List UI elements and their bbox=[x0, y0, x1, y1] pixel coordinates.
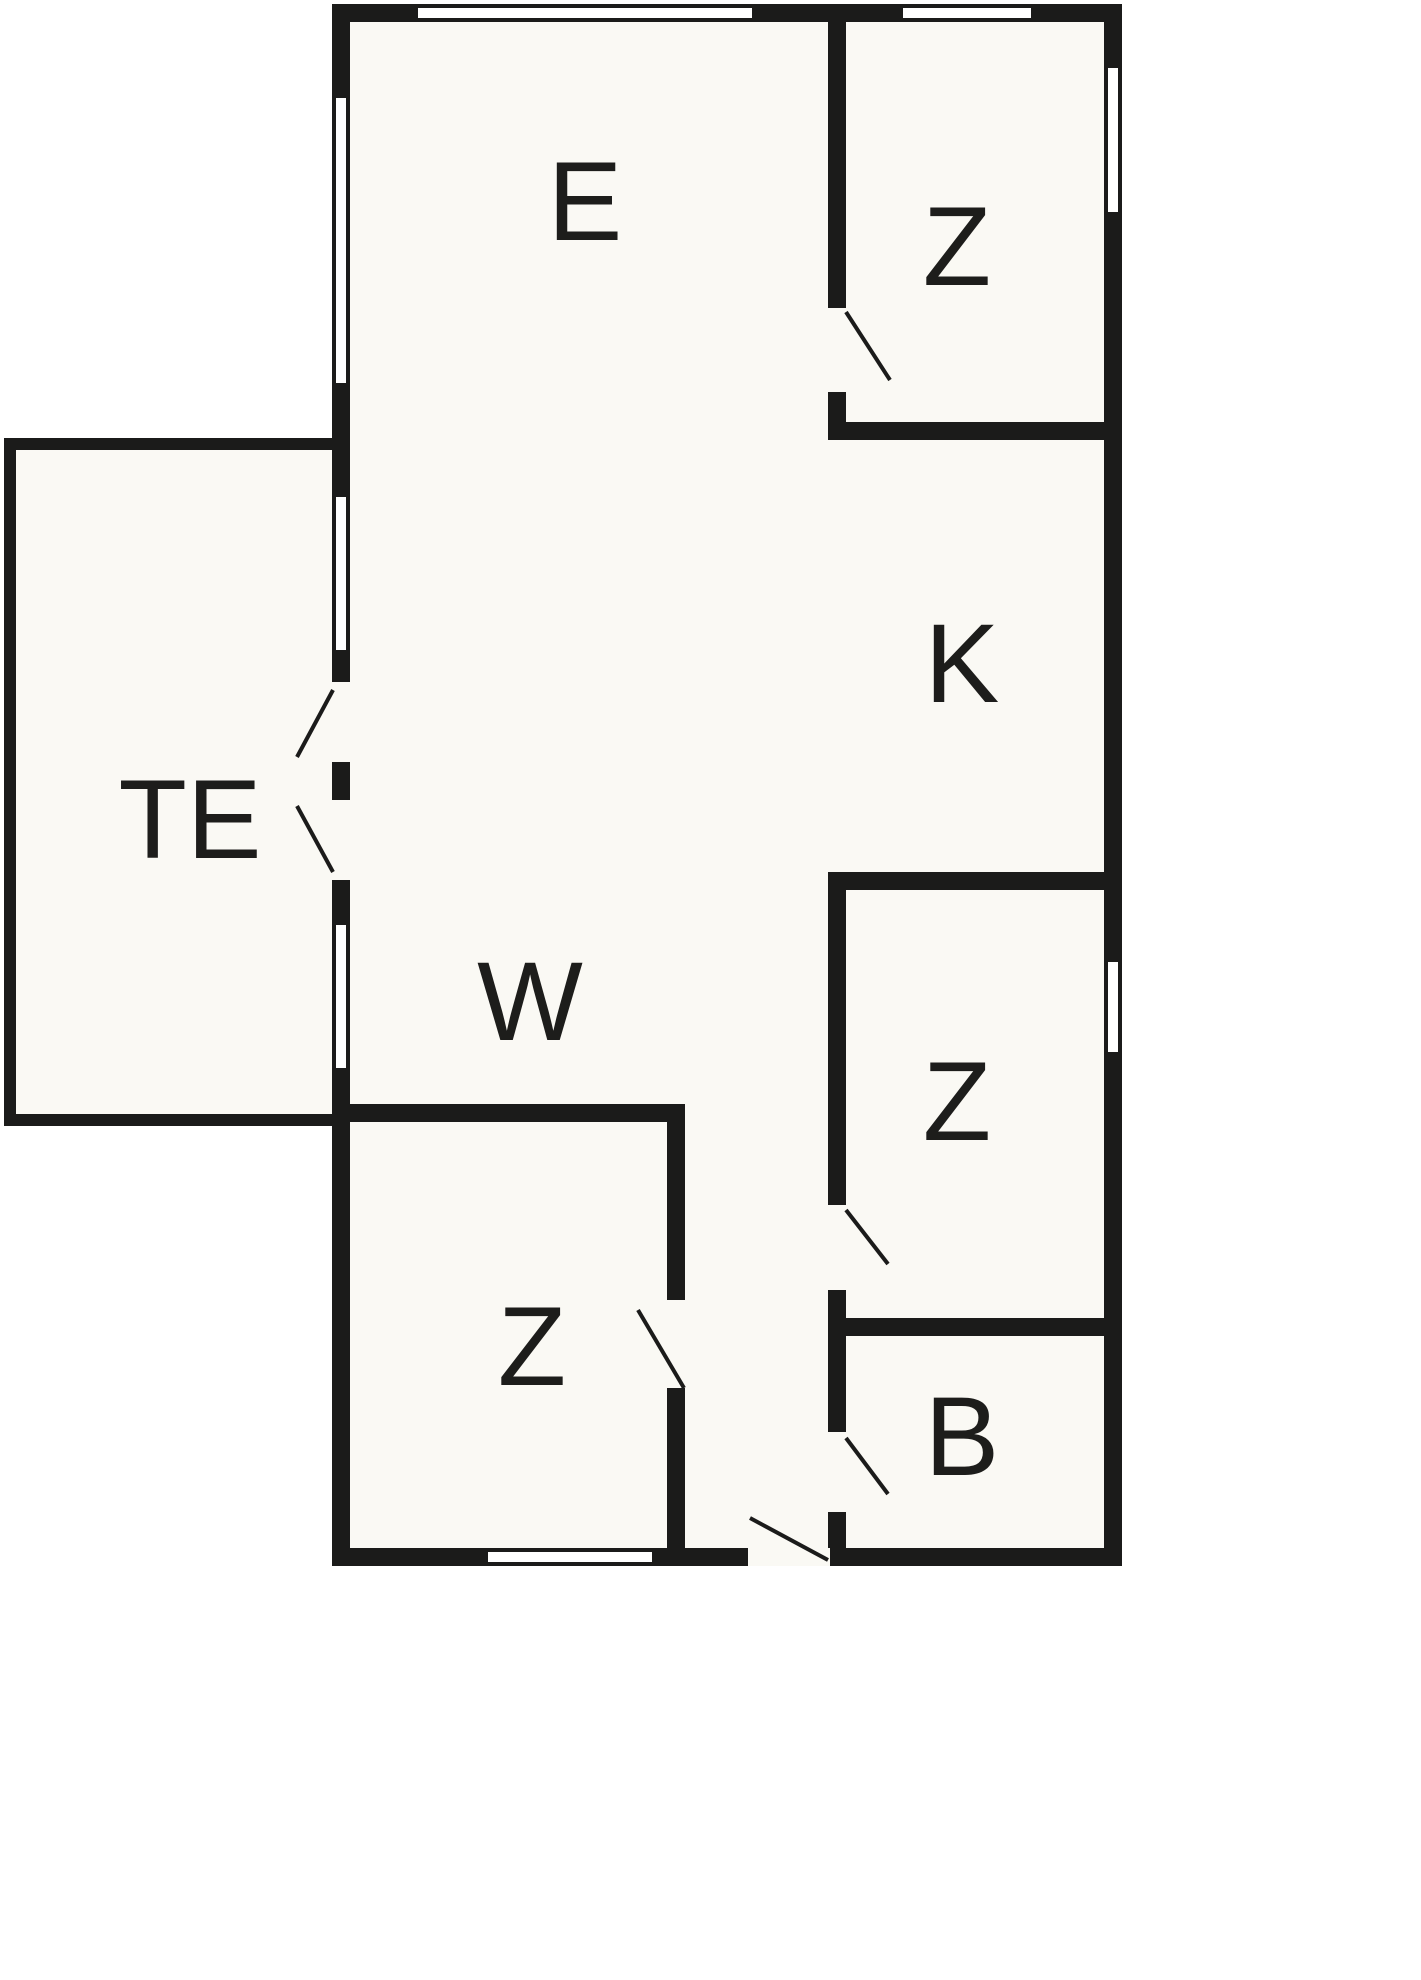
window-left-lower bbox=[336, 925, 346, 1068]
main-building-floor bbox=[350, 22, 1104, 1548]
terrace-floor bbox=[16, 450, 333, 1114]
door-gap-ztop bbox=[828, 308, 846, 392]
wall-zbottom-top bbox=[345, 1104, 685, 1122]
door-gap-zright bbox=[828, 1205, 846, 1290]
door-gap-b bbox=[828, 1432, 846, 1512]
wall-zbottom-right-upper bbox=[667, 1122, 685, 1300]
window-right-lower bbox=[1108, 962, 1118, 1052]
door-swing-terrace-lower bbox=[295, 805, 335, 873]
door-gap-terrace-upper bbox=[332, 682, 350, 762]
wall-zright-left bbox=[828, 872, 846, 1205]
room-label-te: TE bbox=[118, 757, 261, 882]
wall-k-zright-separator bbox=[828, 872, 1122, 890]
door-swing-zbottom bbox=[636, 1308, 686, 1390]
door-swing-entry bbox=[749, 1516, 829, 1562]
door-swing-b bbox=[844, 1436, 890, 1496]
wall-b-left-stub bbox=[828, 1512, 846, 1548]
room-label-z-top: Z bbox=[923, 184, 991, 309]
room-label-b: B bbox=[925, 1374, 1000, 1499]
window-top-left bbox=[418, 8, 752, 18]
window-left-upper bbox=[336, 98, 346, 383]
window-top-right bbox=[903, 8, 1031, 18]
window-right-upper bbox=[1108, 68, 1118, 212]
room-label-z-right: Z bbox=[923, 1039, 991, 1164]
room-label-e: E bbox=[548, 139, 623, 264]
window-left-middle bbox=[336, 497, 346, 650]
door-swing-ztop bbox=[844, 310, 892, 382]
room-label-z-bottom: Z bbox=[498, 1284, 566, 1409]
window-bottom bbox=[488, 1552, 652, 1562]
door-swing-zright bbox=[844, 1208, 890, 1266]
room-label-k: K bbox=[925, 601, 1000, 726]
wall-b-left bbox=[828, 1336, 846, 1432]
wall-ztop-k-separator bbox=[828, 422, 1122, 440]
door-gap-terrace-lower bbox=[332, 800, 350, 880]
wall-e-ztop-separator bbox=[828, 22, 846, 308]
door-swing-terrace-upper bbox=[295, 689, 335, 758]
door-gap-entry bbox=[748, 1548, 830, 1566]
wall-zbottom-right-lower bbox=[667, 1388, 685, 1548]
wall-zright-b-separator bbox=[828, 1318, 1122, 1336]
room-label-w: W bbox=[477, 939, 583, 1064]
